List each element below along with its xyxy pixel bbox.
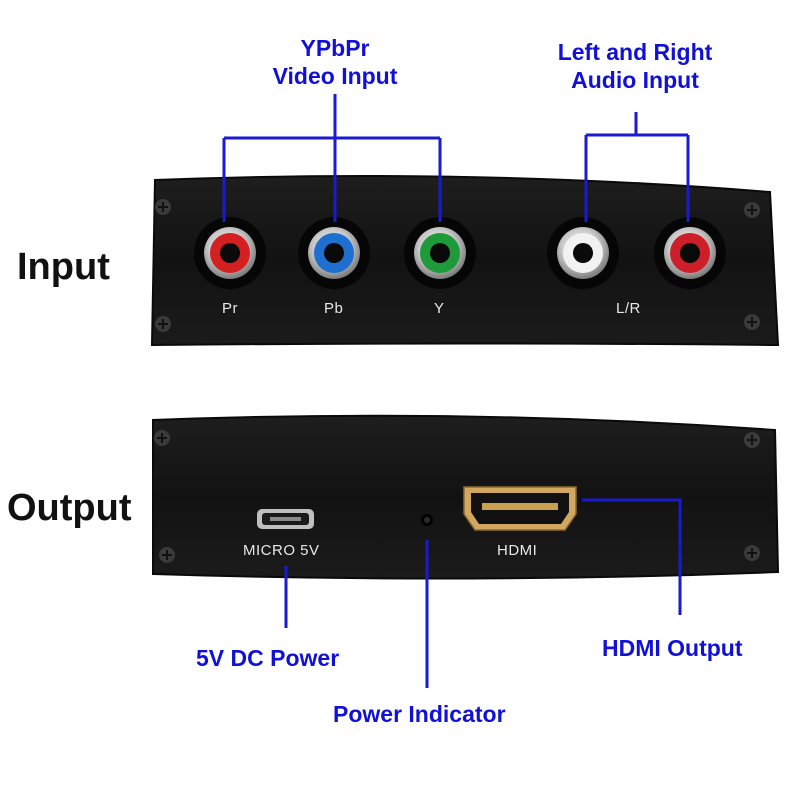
port-label-hdmi: HDMI: [497, 542, 538, 559]
output-side-label: Output: [7, 487, 132, 529]
video-input-callout: YPbPr Video Input: [265, 34, 405, 90]
jack-y: [404, 217, 476, 289]
port-label-lr: L/R: [616, 300, 641, 317]
video-input-line1: YPbPr: [300, 35, 370, 61]
output-panel-screws: [154, 430, 760, 563]
port-label-micro: MICRO 5V: [243, 542, 320, 559]
input-side-label: Input: [17, 246, 110, 288]
jack-pb: [298, 217, 370, 289]
port-label-pb: Pb: [324, 300, 344, 317]
jack-audio-left: [547, 217, 619, 289]
video-input-line2: Video Input: [272, 63, 398, 89]
jack-pr: [194, 217, 266, 289]
port-label-y: Y: [434, 300, 445, 317]
dc-power-callout: 5V DC Power: [196, 645, 340, 671]
power-led: [421, 514, 433, 526]
jack-audio-right: [654, 217, 726, 289]
power-indicator-callout: Power Indicator: [333, 701, 506, 727]
input-panel-screws: [155, 199, 760, 332]
hdmi-port: [463, 486, 577, 531]
micro-usb-port: [257, 509, 314, 529]
hdmi-output-callout: HDMI Output: [602, 635, 743, 661]
port-label-pr: Pr: [222, 300, 238, 317]
audio-input-line1: Left and Right: [557, 39, 713, 65]
audio-input-callout: Left and Right Audio Input: [530, 38, 740, 94]
callout-lines: [222, 94, 690, 688]
audio-input-line2: Audio Input: [571, 67, 699, 93]
